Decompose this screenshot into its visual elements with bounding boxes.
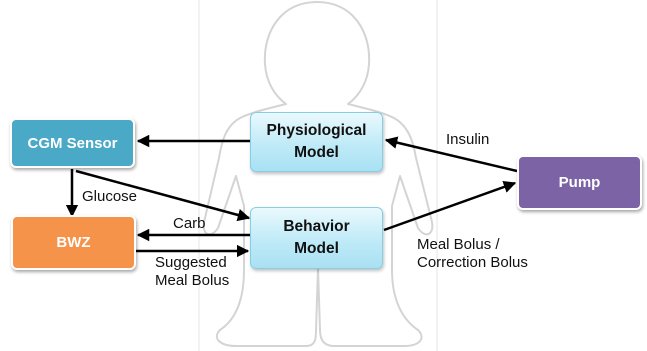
physiological-model-label-line2: Model xyxy=(294,144,339,161)
suggested-meal-bolus-line1: Suggested xyxy=(155,254,227,271)
arrow-cgm-to-behavior xyxy=(75,169,251,222)
pump-node: Pump xyxy=(517,155,642,210)
arrow-pump-to-physio-insulin xyxy=(384,136,518,173)
cgm-sensor-node: CGM Sensor xyxy=(10,118,135,168)
meal-correction-bolus-edge-label: Meal Bolus / Correction Bolus xyxy=(417,236,528,272)
cgm-sensor-label: CGM Sensor xyxy=(27,134,118,152)
meal-correction-bolus-line2: Correction Bolus xyxy=(417,254,528,271)
meal-correction-bolus-line1: Meal Bolus / xyxy=(417,236,500,253)
suggested-meal-bolus-edge-label: Suggested Meal Bolus xyxy=(155,254,229,290)
suggested-meal-bolus-line2: Meal Bolus xyxy=(155,272,230,289)
carb-edge-label: Carb xyxy=(173,215,206,232)
human-silhouette xyxy=(202,1,434,347)
physiological-model-node: Physiological Model xyxy=(250,112,383,172)
insulin-edge-label: Insulin xyxy=(446,131,490,148)
bwz-node: BWZ xyxy=(11,215,136,270)
behavior-model-node: Behavior Model xyxy=(250,207,383,269)
behavior-model-label-line2: Model xyxy=(294,240,339,257)
pump-label: Pump xyxy=(558,174,601,191)
glucose-edge-label: Glucose xyxy=(82,188,138,205)
arrow-behavior-to-pump xyxy=(383,180,517,232)
behavior-model-label-line1: Behavior xyxy=(283,218,350,235)
physiological-model-label-line1: Physiological xyxy=(266,122,367,139)
bwz-label: BWZ xyxy=(56,234,91,251)
